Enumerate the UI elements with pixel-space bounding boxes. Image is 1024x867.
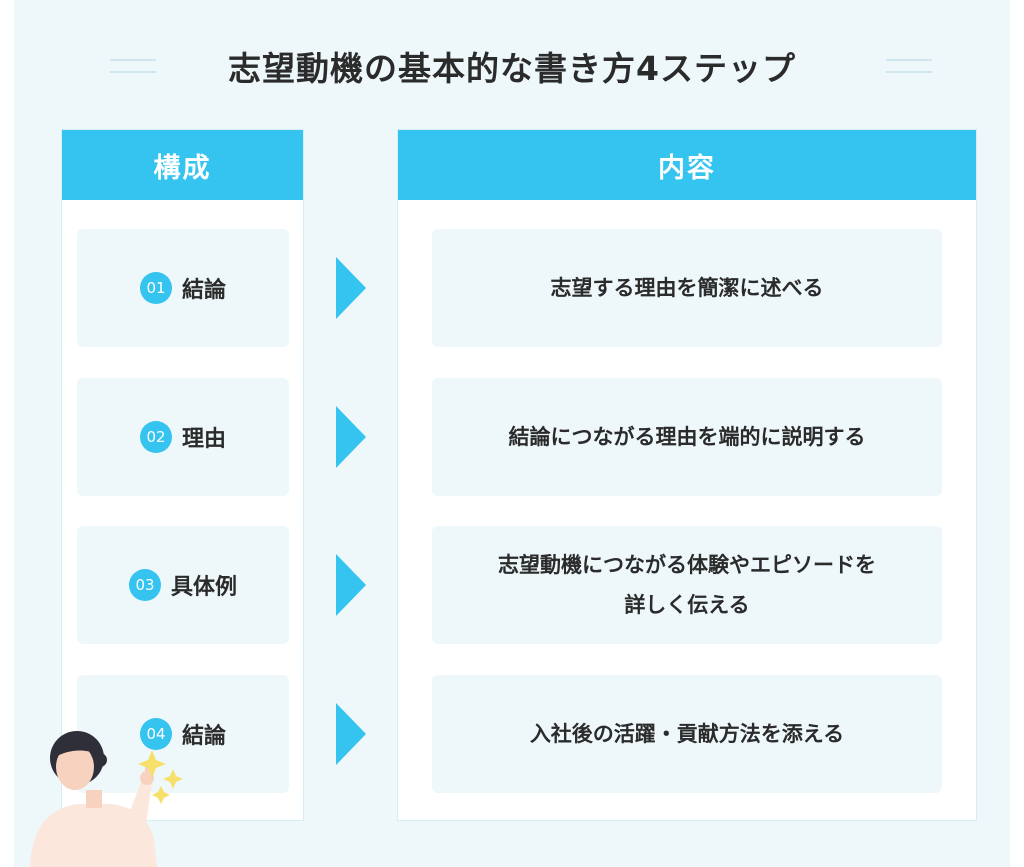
step-label: 具体例 bbox=[170, 575, 237, 600]
step-card-2: 02 理由 bbox=[77, 378, 289, 496]
sparkle-icon bbox=[163, 769, 183, 789]
content-header: 内容 bbox=[398, 130, 976, 200]
step-content: 志望動機につながる体験やエピソードを 詳しく伝える bbox=[498, 545, 876, 625]
arrow-right-icon bbox=[336, 406, 366, 468]
arrow-right-icon bbox=[336, 554, 366, 616]
arrow-right-icon bbox=[336, 703, 366, 765]
step-number-badge: 01 bbox=[139, 272, 172, 304]
title-decoration-right bbox=[886, 59, 932, 73]
step-content: 志望する理由を簡潔に述べる bbox=[550, 276, 824, 300]
content-card-2: 結論につながる理由を端的に説明する bbox=[432, 378, 942, 496]
step-card-1: 01 結論 bbox=[77, 229, 289, 347]
step-content: 結論につながる理由を端的に説明する bbox=[508, 425, 866, 449]
person-hand bbox=[140, 771, 154, 785]
step-card-4: 04 結論 bbox=[77, 675, 289, 793]
step-number-badge: 02 bbox=[139, 421, 172, 453]
structure-header: 構成 bbox=[62, 130, 303, 200]
person-illustration bbox=[30, 731, 183, 867]
person-arm bbox=[128, 780, 152, 824]
step-content: 入社後の活躍・貢献方法を添える bbox=[529, 722, 845, 746]
step-content-line: 詳しく伝える bbox=[624, 593, 750, 617]
page-title: 志望動機の基本的な書き方4ステップ bbox=[228, 49, 796, 88]
step-number-badge: 03 bbox=[128, 569, 161, 601]
person-hair-bun bbox=[93, 753, 107, 767]
person-bangs bbox=[54, 740, 96, 758]
step-label: 理由 bbox=[181, 427, 226, 452]
content-card-4: 入社後の活躍・貢献方法を添える bbox=[432, 675, 942, 793]
sparkle-icon bbox=[138, 750, 166, 778]
step-card-3: 03 具体例 bbox=[77, 526, 289, 644]
step-content-line: 志望動機につながる体験やエピソードを bbox=[498, 553, 876, 577]
title-decoration-left bbox=[110, 59, 156, 73]
step-label: 結論 bbox=[181, 724, 226, 749]
title-row: 志望動機の基本的な書き方4ステップ bbox=[0, 36, 1024, 96]
arrow-right-icon bbox=[336, 257, 366, 319]
person-face bbox=[56, 744, 94, 790]
content-card-1: 志望する理由を簡潔に述べる bbox=[432, 229, 942, 347]
content-card-3: 志望動機につながる体験やエピソードを 詳しく伝える bbox=[432, 526, 942, 644]
step-label: 結論 bbox=[181, 278, 226, 303]
person-neck bbox=[86, 790, 102, 808]
sparkle-icon bbox=[152, 786, 170, 804]
person-shirt bbox=[30, 804, 157, 867]
step-number-badge: 04 bbox=[139, 718, 172, 750]
